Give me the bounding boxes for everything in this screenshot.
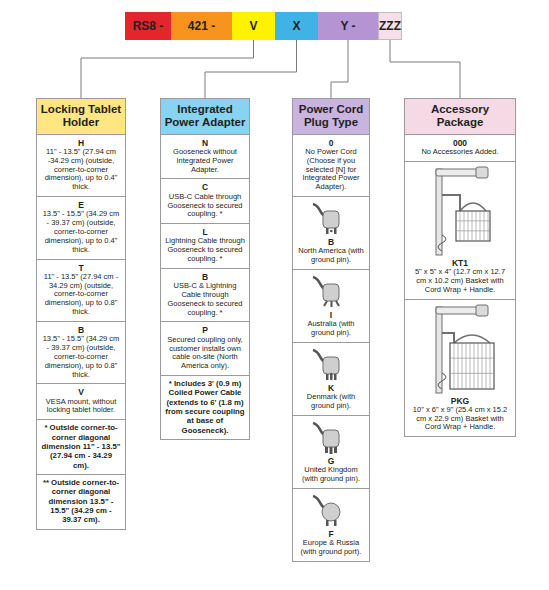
option-description: Denmark (with ground pin).	[297, 393, 365, 411]
plug-icon	[309, 492, 353, 528]
option-cell: E13.5" - 15.5" (34.29 cm - 39.37 cm) (ou…	[37, 196, 125, 258]
part-number-segment: ZZZ	[378, 12, 402, 40]
basket-icon	[410, 165, 510, 257]
plug-icon	[309, 346, 353, 382]
option-description: No Power Cord (Choose if you selected [N…	[297, 148, 365, 192]
option-cell: KDenmark (with ground pin).	[293, 342, 369, 415]
plug-icon	[309, 419, 353, 455]
footnote-cell: * Outside corner-to-corner diagonal dime…	[37, 419, 125, 474]
option-description: VESA mount, without locking tablet holde…	[41, 398, 121, 416]
option-code: T	[41, 263, 121, 273]
footnote: * Includes 3' (0.9 m) Coiled Power Cable…	[165, 379, 245, 435]
option-code: B	[165, 272, 245, 282]
option-cell: VVESA mount, without locking tablet hold…	[37, 383, 125, 419]
part-number-segment: 421 -	[171, 12, 232, 40]
option-column: Accessory Package000No Accessories Added…	[404, 98, 516, 437]
option-cell: BUSB-C & Lightning Cable through Goosene…	[161, 268, 249, 322]
footnote: ** Outside corner-to-corner diagonal dim…	[41, 478, 121, 525]
option-cell: PSecured coupling only, customer install…	[161, 321, 249, 375]
footnote-cell: * Includes 3' (0.9 m) Coiled Power Cable…	[161, 375, 249, 439]
option-cell: FEurope & Russia (with ground port).	[293, 488, 369, 561]
option-description: No Accessories Added.	[409, 148, 511, 157]
option-cell: T11" - 13.5" (27.94 cm - 34.29 cm) (outs…	[37, 259, 125, 321]
option-code: P	[165, 325, 245, 335]
option-description: 13.5" - 15.5" (34.29 cm - 39.37 cm) (out…	[41, 210, 121, 254]
option-cell: CUSB-C Cable through Gooseneck to secure…	[161, 178, 249, 223]
option-description: USB-C Cable through Gooseneck to secured…	[165, 193, 245, 220]
column-heading: Locking Tablet Holder	[37, 99, 125, 134]
option-description: Australia (with ground pin).	[297, 320, 365, 338]
option-description: 5" x 5" x 4" (12.7 cm x 12.7 cm x 10.2 c…	[409, 268, 511, 295]
option-code: B	[41, 325, 121, 335]
option-cell: KT15" x 5" x 4" (12.7 cm x 12.7 cm x 10.…	[405, 161, 515, 299]
option-description: Lightning Cable through Gooseneck to sec…	[165, 237, 245, 264]
option-column: Locking Tablet HolderH11" - 13.5" (27.94…	[36, 98, 126, 530]
option-description: 13.5" - 15.5" (34.29 cm - 39.37 cm) (out…	[41, 335, 121, 379]
part-number-segment: RS8 -	[125, 12, 171, 40]
option-description: 11" - 13.5" (27.94 cm - 34.29 cm) (outsi…	[41, 273, 121, 317]
footnote-cell: ** Outside corner-to-corner diagonal dim…	[37, 474, 125, 529]
footnote: * Outside corner-to-corner diagonal dime…	[41, 423, 121, 470]
option-code: E	[41, 200, 121, 210]
column-heading: Power Cord Plug Type	[293, 99, 369, 134]
option-cell: H11" - 13.5" (27.94 cm -34.29 cm) (outsi…	[37, 134, 125, 196]
option-code: 000	[409, 138, 511, 148]
option-cell: GUnited Kingdom (with ground pin).	[293, 415, 369, 488]
connector-line	[331, 40, 348, 98]
basket-icon	[410, 303, 510, 395]
part-code: X	[292, 19, 300, 33]
option-code: F	[297, 529, 365, 539]
option-cell: NGooseneck without Integrated Power Adap…	[161, 134, 249, 179]
option-code: K	[297, 383, 365, 393]
option-cell: 0No Power Cord (Choose if you selected […	[293, 134, 369, 196]
part-code: V	[249, 19, 257, 33]
option-code: KT1	[409, 258, 511, 268]
option-cell: B13.5" - 15.5" (34.29 cm - 39.37 cm) (ou…	[37, 321, 125, 383]
option-code: H	[41, 138, 121, 148]
option-description: USB-C & Lightning Cable through Goosenec…	[165, 282, 245, 317]
option-cell: PKG10" x 6" x 9" (25.4 cm x 15.2 cm x 22…	[405, 299, 515, 437]
option-description: 10" x 6" x 9" (25.4 cm x 15.2 cm x 22.9 …	[409, 406, 511, 433]
option-cell: IAustralia (with ground pin).	[293, 269, 369, 342]
option-description: Europe & Russia (with ground port).	[297, 539, 365, 557]
part-number-segment: V	[232, 12, 275, 40]
connector-line	[81, 40, 254, 98]
option-description: Secured coupling only, customer installs…	[165, 336, 245, 371]
option-code: L	[165, 227, 245, 237]
option-cell: BNorth America (with ground pin).	[293, 196, 369, 269]
option-code: 0	[297, 138, 365, 148]
option-cell: LLightning Cable through Gooseneck to se…	[161, 223, 249, 268]
option-description: 11" - 13.5" (27.94 cm -34.29 cm) (outsid…	[41, 148, 121, 192]
plug-icon	[309, 273, 353, 309]
option-code: C	[165, 182, 245, 192]
part-code: ZZZ	[379, 19, 401, 33]
part-code: Y -	[340, 19, 355, 33]
option-description: Gooseneck without Integrated Power Adapt…	[165, 148, 245, 175]
option-code: V	[41, 387, 121, 397]
part-number-segment: X	[275, 12, 318, 40]
option-code: B	[297, 237, 365, 247]
option-code: G	[297, 456, 365, 466]
option-description: North America (with ground pin).	[297, 247, 365, 265]
column-heading: Accessory Package	[405, 99, 515, 134]
option-cell: 000No Accessories Added.	[405, 134, 515, 161]
option-description: United Kingdom (with ground pin).	[297, 466, 365, 484]
option-code: I	[297, 310, 365, 320]
option-code: N	[165, 138, 245, 148]
connector-line	[205, 40, 297, 98]
part-code: 421 -	[188, 19, 215, 33]
connector-line	[390, 40, 460, 98]
option-column: Integrated Power AdapterNGooseneck witho…	[160, 98, 250, 440]
part-code: RS8 -	[133, 19, 164, 33]
plug-icon	[309, 200, 353, 236]
option-column: Power Cord Plug Type0No Power Cord (Choo…	[292, 98, 370, 562]
part-number-segment: Y -	[318, 12, 378, 40]
column-heading: Integrated Power Adapter	[161, 99, 249, 134]
option-code: PKG	[409, 396, 511, 406]
